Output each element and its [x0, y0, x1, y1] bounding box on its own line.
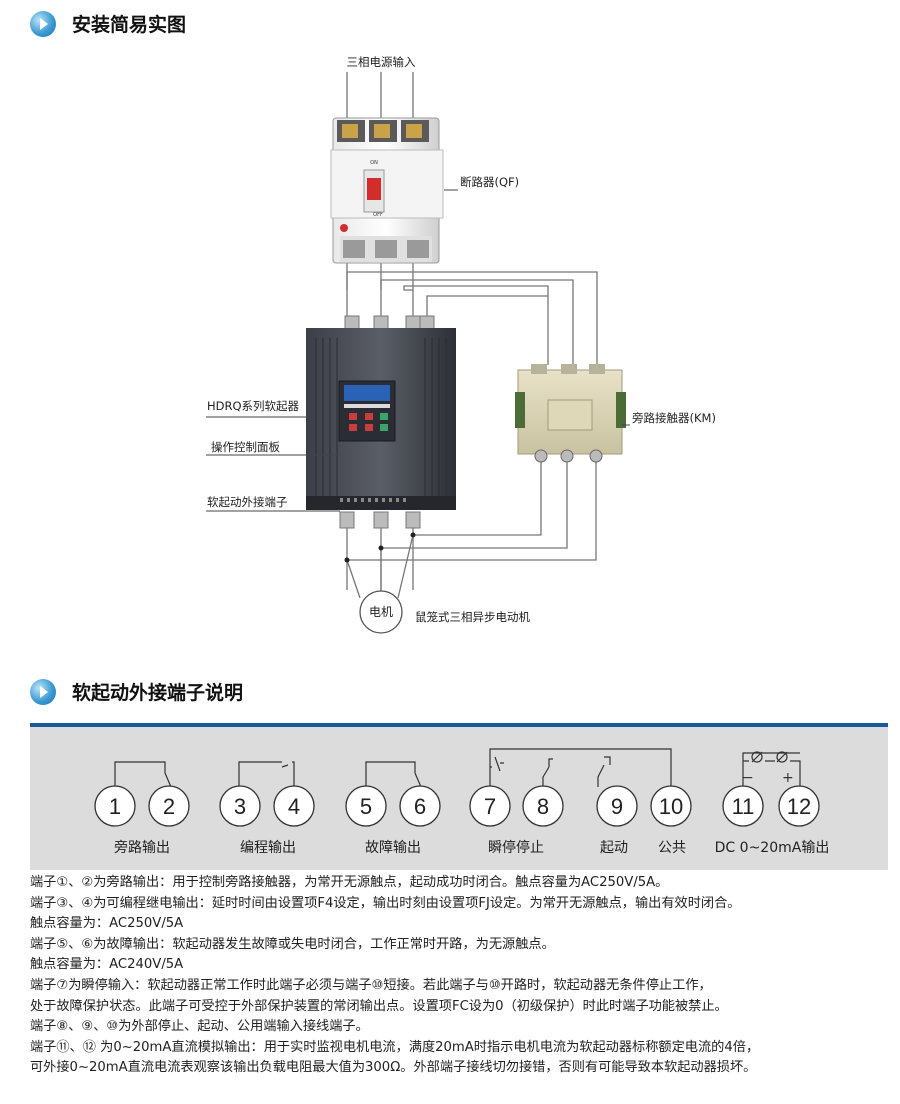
- motor: 电机: [359, 590, 403, 634]
- section-title: 软起动外接端子说明: [72, 682, 244, 704]
- svg-text:+: +: [782, 770, 794, 786]
- desc-line: 触点容量为：AC240V/5A: [30, 957, 184, 973]
- label-panel: 操作控制面板: [211, 440, 280, 454]
- desc-line: 端子③、④为可编程继电输出：延时时间由设置项F4设定，输出时刻由设置项FJ设定。…: [30, 895, 741, 911]
- terminal-diagram: − + 1 2 3 4 5 6 7 8 9 10 11 12 旁路输出 编程输出: [94, 748, 830, 856]
- svg-text:−: −: [742, 770, 754, 786]
- desc-line: 触点容量为：AC250V/5A: [30, 916, 184, 932]
- terminal-12: 12: [787, 794, 811, 819]
- svg-text:电机: 电机: [369, 605, 393, 619]
- label-terminals: 软起动外接端子: [207, 495, 288, 509]
- label-contactor: 旁路接触器(KM): [632, 411, 716, 425]
- terminal-1: 1: [109, 794, 121, 819]
- svg-text:OFF: OFF: [373, 212, 383, 218]
- caption-program: 编程输出: [240, 840, 296, 856]
- label-power-input: 三相电源输入: [347, 55, 416, 69]
- desc-line: 端子⑦为瞬停输入：软起动器正常工作时此端子必须与端子⑩短接。若此端子与⑩开路时，…: [30, 977, 712, 993]
- section-header-install: 安装简易实图: [30, 10, 186, 37]
- label-soft-starter: HDRQ系列软起器: [207, 399, 300, 413]
- terminal-8: 8: [537, 794, 549, 819]
- caption-dc-output: DC 0~20mA输出: [715, 840, 830, 856]
- svg-text:ON: ON: [370, 160, 378, 166]
- caption-fault: 故障输出: [365, 840, 421, 856]
- section-title: 安装简易实图: [72, 14, 187, 36]
- section-header-terminals: 软起动外接端子说明: [30, 678, 243, 705]
- terminal-description: 端子①、②为旁路输出：用于控制旁路接触器，为常开无源触点，起动成功时闭合。触点容…: [30, 873, 890, 1079]
- caption-bypass: 旁路输出: [114, 839, 170, 856]
- terminal-panel: − + 1 2 3 4 5 6 7 8 9 10 11 12 旁路输出 编程输出: [30, 723, 888, 870]
- caption-start: 起动: [600, 840, 628, 856]
- desc-line: 端子①、②为旁路输出：用于控制旁路接触器，为常开无源触点，起动成功时闭合。触点容…: [30, 875, 669, 890]
- caption-stop: 瞬停停止: [488, 839, 544, 856]
- terminal-3: 3: [234, 794, 246, 819]
- terminal-7: 7: [484, 794, 496, 819]
- desc-line: 处于故障保护状态。此端子可受控于外部保护装置的常闭输出点。设置项FC设为0（初级…: [30, 998, 728, 1014]
- soft-starter: [306, 315, 456, 529]
- terminal-2: 2: [163, 794, 175, 819]
- caption-common: 公共: [658, 840, 686, 856]
- terminal-11: 11: [732, 794, 755, 819]
- installation-diagram: ON OFF: [206, 55, 716, 634]
- terminal-4: 4: [288, 794, 300, 819]
- terminal-10: 10: [659, 794, 683, 819]
- desc-line: 端子⑧、⑨、⑩为外部停止、起动、公用端输入接线端子。: [30, 1019, 369, 1035]
- desc-line: 可外接0~20mA直流电流表观察该输出负载电阻最大值为300Ω。外部端子接线切勿…: [30, 1060, 757, 1076]
- wires: [346, 72, 598, 599]
- desc-line: 端子⑤、⑥为故障输出：软起动器发生故障或失电时闭合，工作正常时开路，为无源触点。: [30, 936, 555, 952]
- terminal-6: 6: [414, 794, 426, 819]
- terminal-5: 5: [360, 794, 372, 819]
- label-motor-desc: 鼠笼式三相异步电动机: [415, 610, 530, 624]
- terminal-9: 9: [611, 794, 623, 819]
- arrow-bullet-icon: [30, 10, 56, 37]
- arrow-bullet-icon: [30, 678, 56, 705]
- bypass-contactor: [515, 364, 626, 463]
- circuit-breaker: ON OFF: [330, 117, 444, 264]
- desc-line: 端子⑪、⑫ 为0~20mA直流模拟输出：用于实时监视电机电流，满度20mA时指示…: [30, 1039, 760, 1055]
- label-breaker: 断路器(QF): [460, 175, 519, 189]
